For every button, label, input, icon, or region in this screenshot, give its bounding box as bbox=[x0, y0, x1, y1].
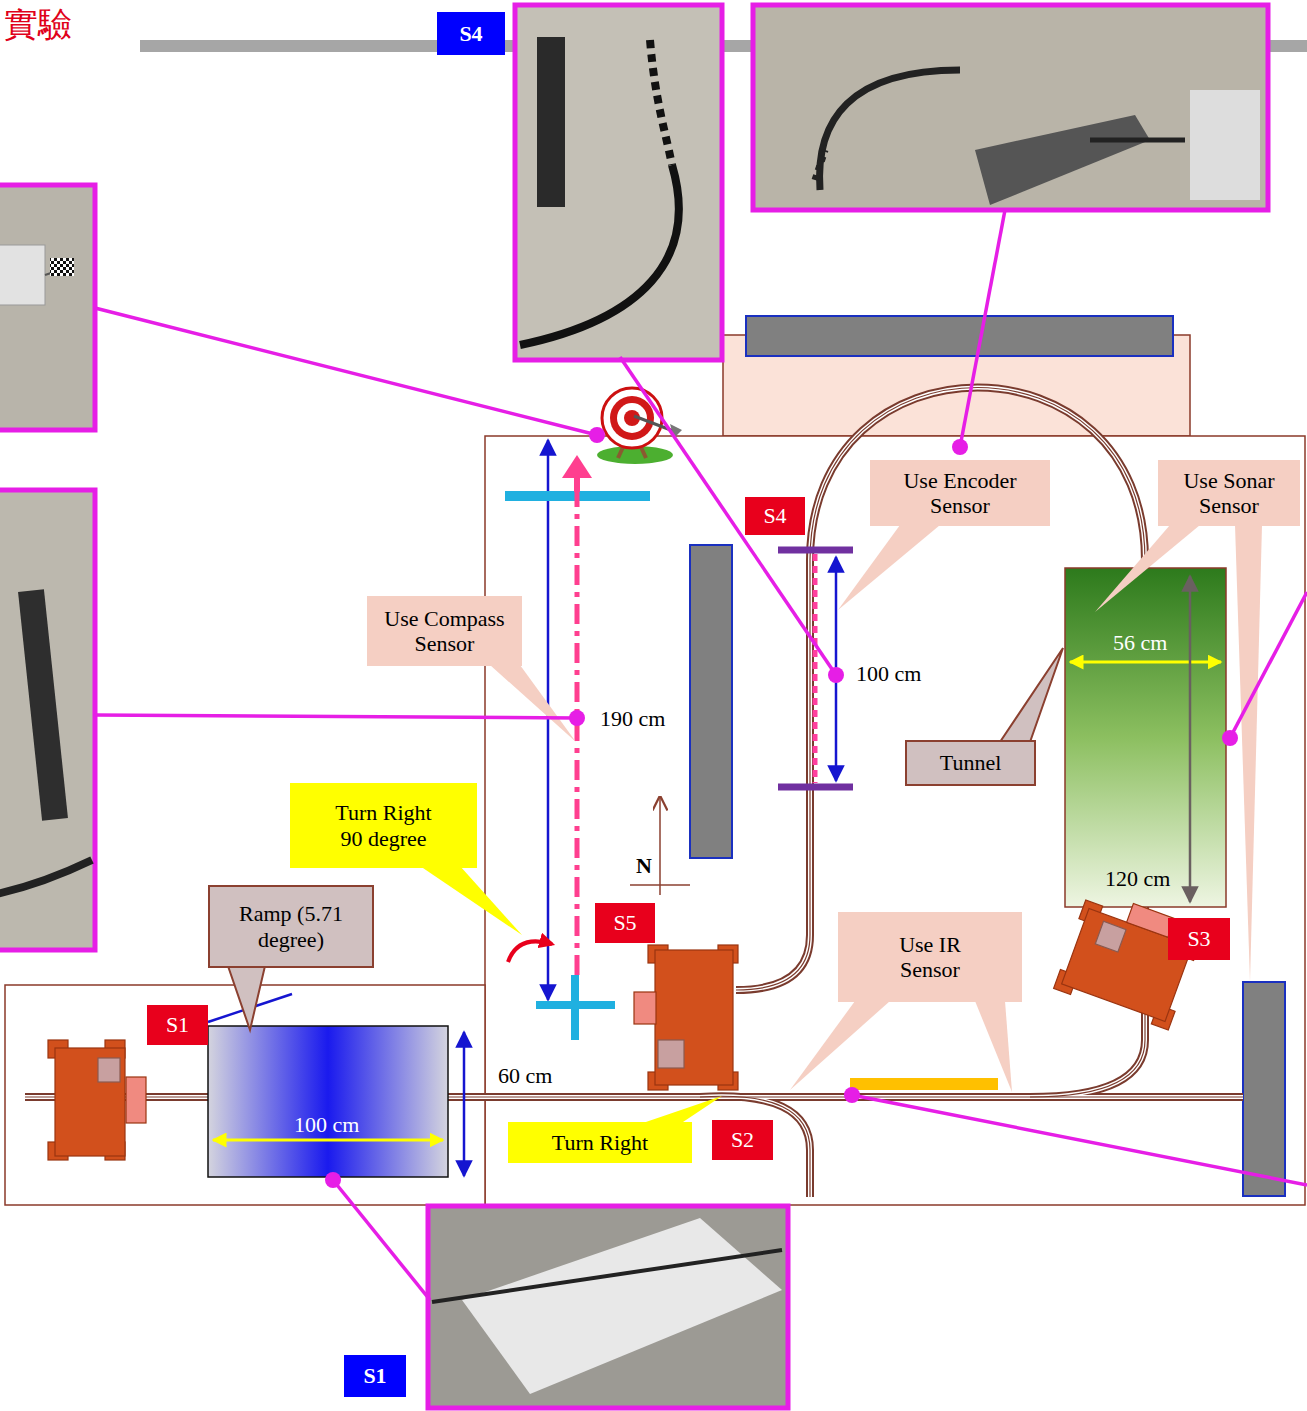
node-text: S1 bbox=[363, 1363, 386, 1388]
page-title: 實驗 bbox=[4, 2, 72, 48]
node-text: S4 bbox=[763, 503, 786, 528]
section-marker: S1 bbox=[344, 1355, 406, 1397]
stage-marker: S4 bbox=[745, 497, 805, 535]
stage-marker: S3 bbox=[1168, 918, 1230, 960]
dimension-region: 56 cm 120 cm bbox=[1065, 568, 1226, 907]
dimension-label: 100 cm bbox=[856, 661, 921, 687]
node-text: Use IR Sensor bbox=[868, 932, 992, 983]
dimension-label: 60 cm bbox=[498, 1063, 552, 1089]
dimension-text: 56 cm bbox=[1113, 630, 1167, 655]
dimension-region: 100 cm bbox=[208, 1026, 448, 1177]
dimension-text: 120 cm bbox=[1105, 866, 1170, 891]
node-text: S5 bbox=[613, 910, 636, 935]
node-text: Tunnel bbox=[940, 750, 1002, 775]
stage-marker: S2 bbox=[712, 1120, 773, 1160]
note-callout: Tunnel bbox=[905, 740, 1036, 786]
action-callout: Turn Right bbox=[508, 1122, 692, 1163]
sensor-callout: Use IR Sensor bbox=[838, 912, 1022, 1002]
node-text: Use Compass Sensor bbox=[373, 606, 516, 657]
sensor-callout: Use Sonar Sensor bbox=[1158, 460, 1300, 526]
section-marker: S4 bbox=[437, 12, 505, 55]
node-text: Turn Right bbox=[552, 1130, 648, 1155]
node-text: S2 bbox=[731, 1127, 754, 1152]
compass-letter: N bbox=[636, 853, 652, 879]
node-text: Use Encoder Sensor bbox=[876, 468, 1044, 519]
sensor-callout: Use Encoder Sensor bbox=[870, 460, 1050, 526]
action-callout: Turn Right 90 degree bbox=[290, 783, 477, 868]
node-text: S3 bbox=[1187, 926, 1210, 951]
dimension-text: 100 cm bbox=[294, 1112, 359, 1137]
node-text: Turn Right 90 degree bbox=[330, 800, 437, 851]
node-text: Use Sonar Sensor bbox=[1164, 468, 1294, 519]
note-callout: Ramp (5.71 degree) bbox=[208, 885, 374, 968]
node-text: S4 bbox=[459, 21, 482, 46]
node-text: Ramp (5.71 degree) bbox=[230, 901, 352, 952]
node-text: S1 bbox=[166, 1012, 189, 1037]
sensor-callout: Use Compass Sensor bbox=[367, 596, 522, 666]
dimension-label: 190 cm bbox=[600, 706, 665, 732]
stage-marker: S1 bbox=[147, 1005, 208, 1045]
stage-marker: S5 bbox=[595, 903, 655, 943]
